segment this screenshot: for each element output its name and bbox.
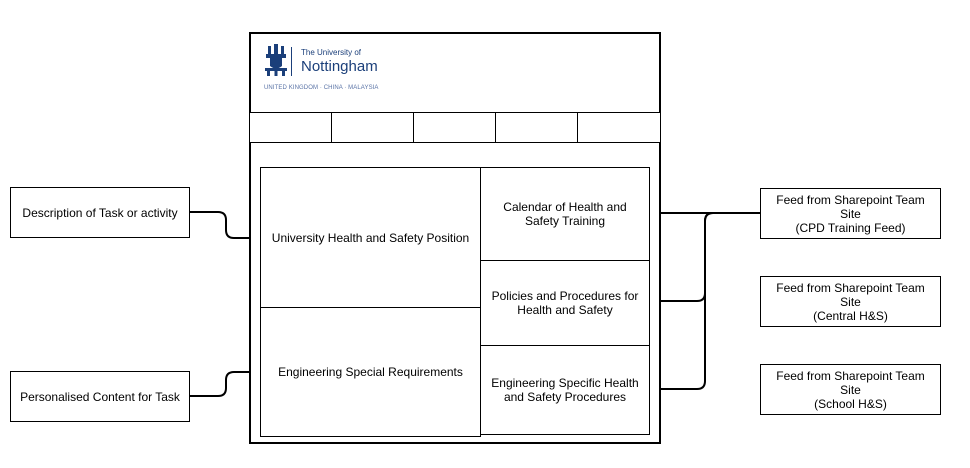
connector-task-to-position bbox=[190, 211, 261, 239]
nav-tab-3[interactable] bbox=[413, 112, 496, 143]
feed-school-hs-subtitle: (School H&S) bbox=[814, 396, 887, 411]
nav-tab-4[interactable] bbox=[495, 112, 578, 143]
task-description-note: Description of Task or activity bbox=[10, 187, 190, 238]
feed-school-hs-title: Feed from Sharepoint Team Site bbox=[776, 368, 925, 397]
feed-cpd-training: Feed from Sharepoint Team Site (CPD Trai… bbox=[760, 188, 941, 239]
section-health-safety-position-label: University Health and Safety Position bbox=[271, 230, 470, 245]
task-description-label: Description of Task or activity bbox=[22, 205, 178, 220]
section-engineering-special-requirements: Engineering Special Requirements bbox=[260, 307, 481, 437]
nav-tab-1[interactable] bbox=[249, 112, 332, 143]
logo-wordmark: Nottingham bbox=[301, 58, 378, 75]
university-logo: The University of Nottingham UNITED KING… bbox=[264, 44, 414, 98]
logo-tagline: UNITED KINGDOM · CHINA · MALAYSIA bbox=[264, 85, 379, 91]
connector-engineering-to-feed bbox=[650, 212, 760, 390]
feed-cpd-training-title: Feed from Sharepoint Team Site bbox=[776, 192, 925, 221]
feed-school-hs: Feed from Sharepoint Team Site (School H… bbox=[760, 364, 941, 415]
section-policies-procedures-label: Policies and Procedures for Health and S… bbox=[491, 289, 639, 317]
section-engineering-procedures-label: Engineering Specific Health and Safety P… bbox=[491, 376, 639, 404]
nav-tab-2[interactable] bbox=[331, 112, 414, 143]
crest-icon bbox=[265, 44, 287, 76]
feed-central-hs: Feed from Sharepoint Team Site (Central … bbox=[760, 276, 941, 327]
section-training-calendar-label: Calendar of Health and Safety Training bbox=[503, 200, 627, 228]
feed-central-hs-title: Feed from Sharepoint Team Site bbox=[776, 280, 925, 309]
section-health-safety-position: University Health and Safety Position bbox=[260, 167, 481, 308]
logo-divider bbox=[291, 47, 292, 76]
connector-content-to-requirements bbox=[190, 371, 261, 397]
section-policies-procedures: Policies and Procedures for Health and S… bbox=[480, 260, 650, 346]
logo-small-text: The University of bbox=[301, 48, 362, 57]
personalised-content-note: Personalised Content for Task bbox=[10, 371, 190, 422]
nav-tab-5[interactable] bbox=[577, 112, 661, 143]
personalised-content-label: Personalised Content for Task bbox=[20, 389, 180, 404]
section-engineering-special-requirements-label: Engineering Special Requirements bbox=[278, 365, 463, 379]
feed-cpd-training-subtitle: (CPD Training Feed) bbox=[795, 220, 906, 235]
section-training-calendar: Calendar of Health and Safety Training bbox=[480, 167, 650, 261]
section-engineering-procedures: Engineering Specific Health and Safety P… bbox=[480, 345, 650, 435]
feed-central-hs-subtitle: (Central H&S) bbox=[813, 308, 888, 323]
